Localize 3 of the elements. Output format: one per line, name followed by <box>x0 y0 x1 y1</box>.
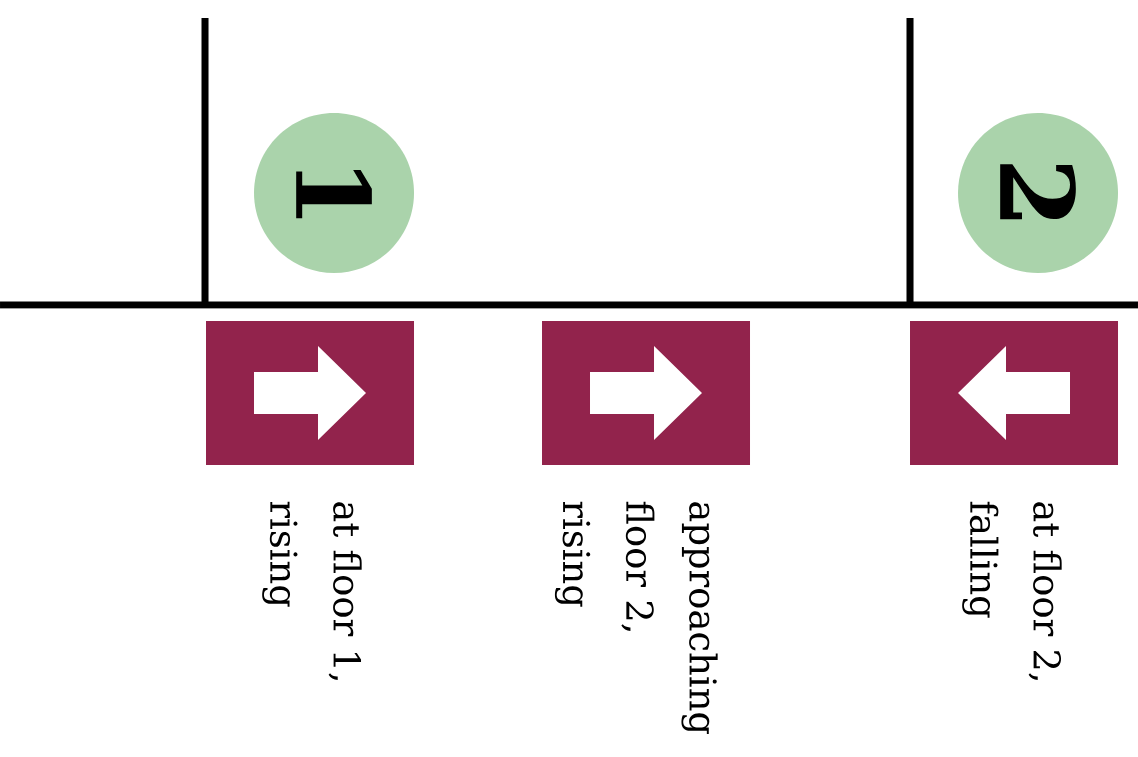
node-label: at floor 1, rising <box>262 501 362 681</box>
node-label: at floor 2, falling <box>962 501 1062 681</box>
node-label: approaching floor 2, rising <box>554 501 718 734</box>
